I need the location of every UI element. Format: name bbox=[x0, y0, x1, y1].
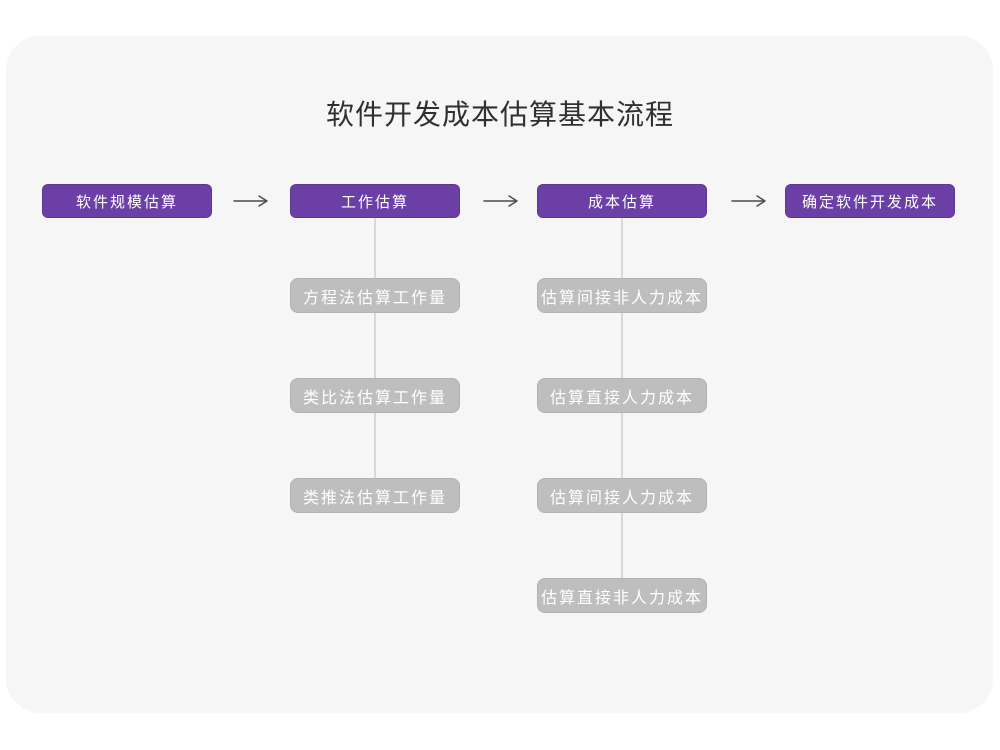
stage-cost-estimation[interactable]: 成本估算 bbox=[537, 184, 707, 218]
substep-indirect-labor-cost[interactable]: 估算间接人力成本 bbox=[537, 478, 707, 513]
stage-software-size-estimation[interactable]: 软件规模估算 bbox=[42, 184, 212, 218]
flowchart-canvas bbox=[6, 36, 993, 713]
substep-analogy-method-effort[interactable]: 类比法估算工作量 bbox=[290, 378, 460, 413]
substep-direct-labor-cost[interactable]: 估算直接人力成本 bbox=[537, 378, 707, 413]
substep-extrapolation-method-effort[interactable]: 类推法估算工作量 bbox=[290, 478, 460, 513]
stage-effort-estimation[interactable]: 工作估算 bbox=[290, 184, 460, 218]
substep-equation-method-effort[interactable]: 方程法估算工作量 bbox=[290, 278, 460, 313]
substep-direct-nonlabor-cost[interactable]: 估算直接非人力成本 bbox=[537, 578, 707, 613]
substep-indirect-nonlabor-cost[interactable]: 估算间接非人力成本 bbox=[537, 278, 707, 313]
flow-arrow-icon bbox=[233, 195, 268, 207]
diagram-title: 软件开发成本估算基本流程 bbox=[325, 99, 674, 130]
flow-arrow-icon bbox=[731, 195, 766, 207]
connector-line-effort-column bbox=[374, 218, 376, 480]
stage-determine-development-cost[interactable]: 确定软件开发成本 bbox=[785, 184, 955, 218]
flow-arrow-icon bbox=[483, 195, 518, 207]
